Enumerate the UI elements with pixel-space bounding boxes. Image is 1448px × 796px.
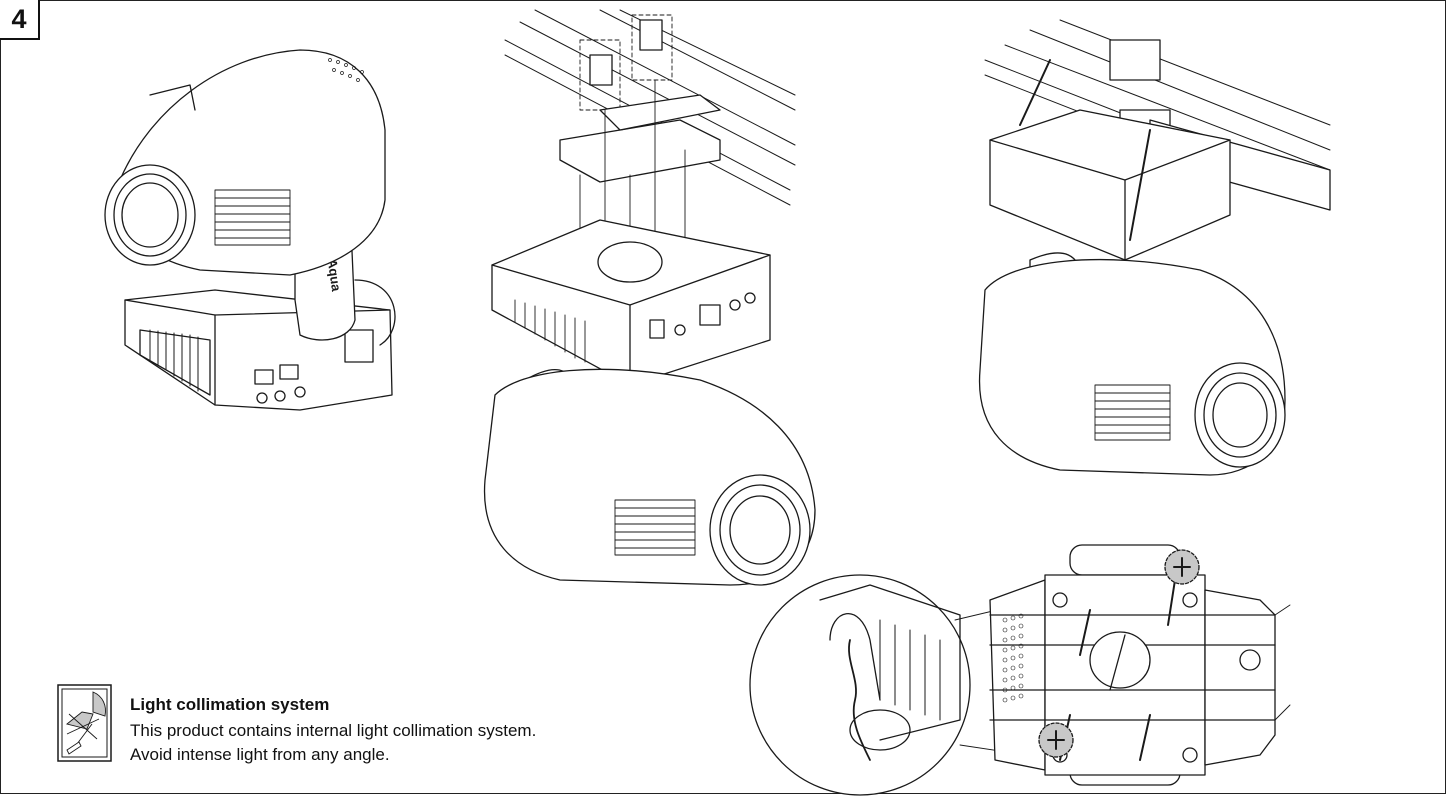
notice-title: Light collimation system bbox=[130, 695, 330, 714]
step-number: 4 bbox=[11, 3, 27, 34]
fixture-truss-mounted: Arolla Aqua bbox=[978, 19, 1331, 476]
top-view bbox=[989, 544, 1291, 786]
light-collimation-warning-icon bbox=[57, 684, 112, 762]
detail-magnifier bbox=[749, 574, 1061, 796]
notice-line-2: Avoid intense light from any angle. bbox=[130, 745, 390, 764]
fixture-bracket-mounting: Arolla Aqua bbox=[483, 9, 816, 586]
step-number-badge: 4 bbox=[0, 0, 40, 40]
notice-line-1: This product contains internal light col… bbox=[130, 721, 537, 740]
fixture-standing: Arolla Aqua bbox=[104, 49, 396, 411]
